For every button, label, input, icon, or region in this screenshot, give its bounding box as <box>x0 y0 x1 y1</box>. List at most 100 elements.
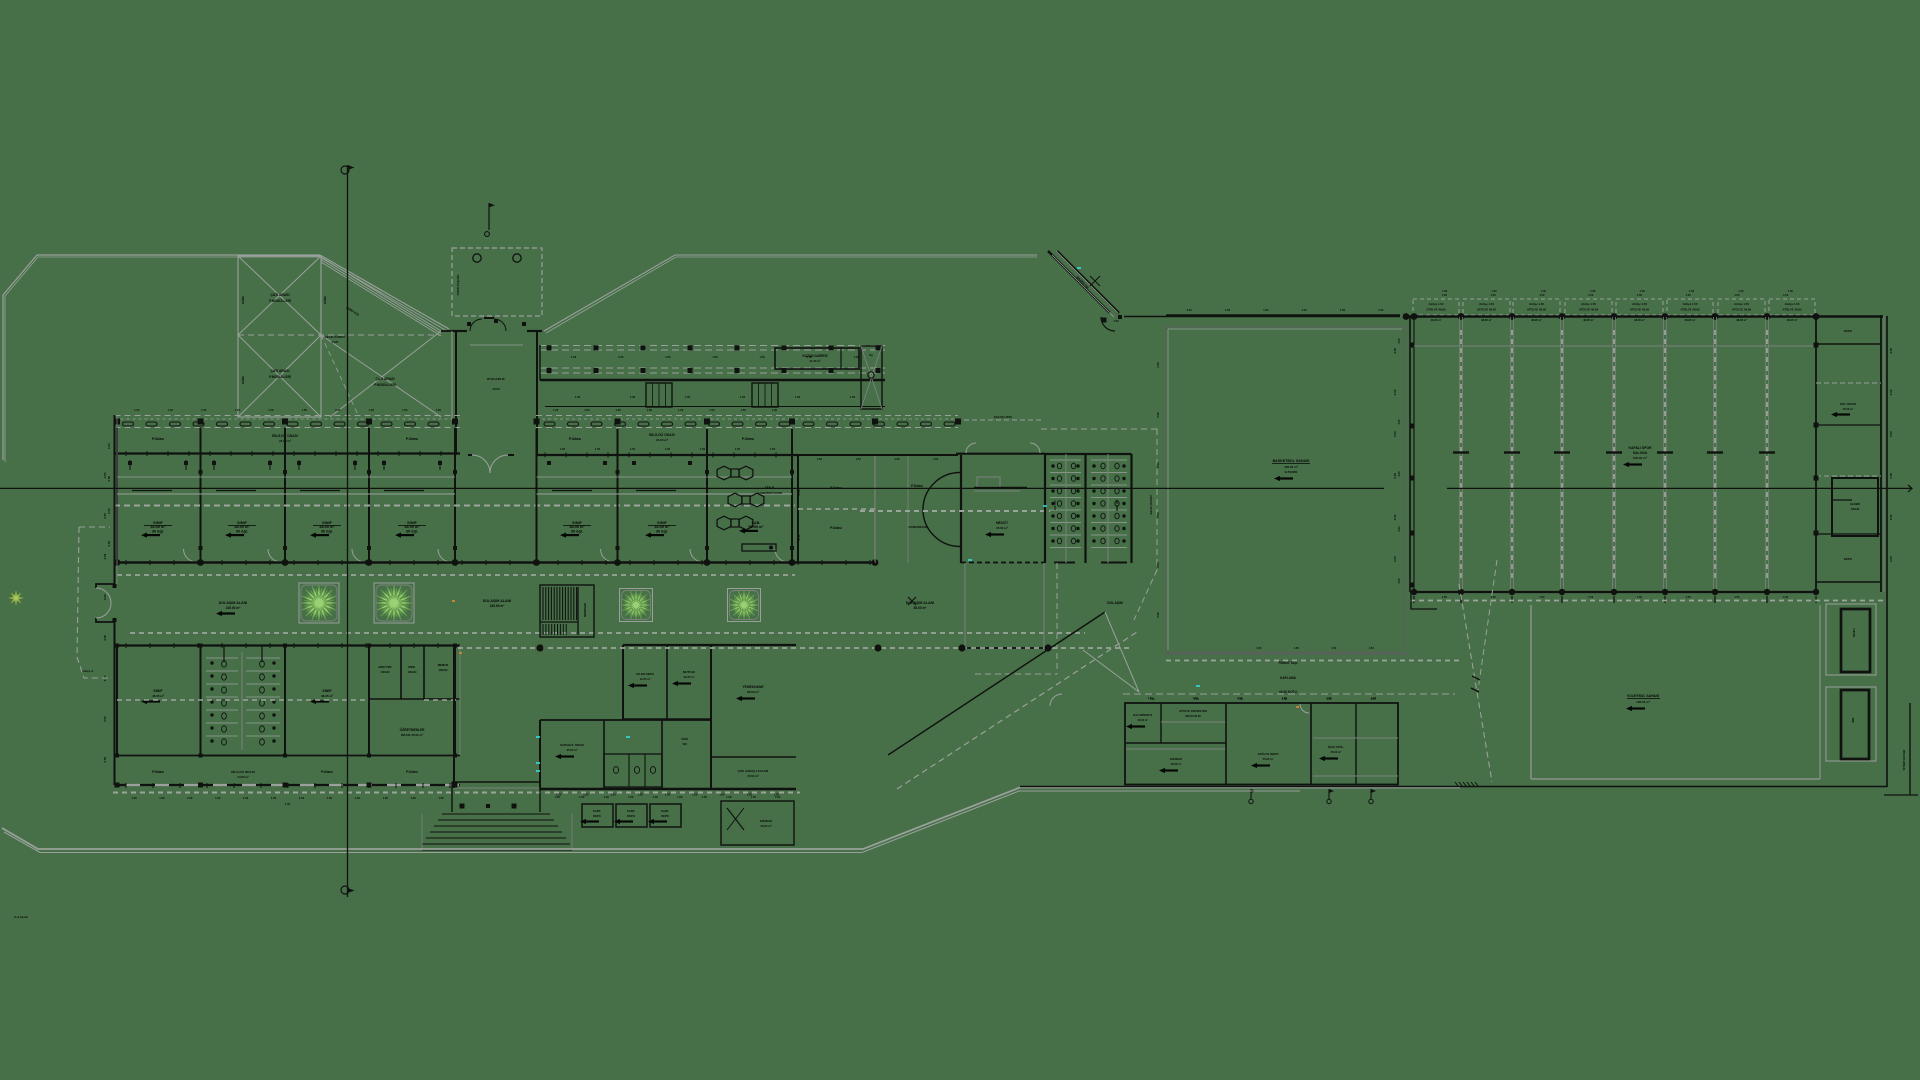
svg-text:1.50: 1.50 <box>1194 697 1200 701</box>
svg-text:25.60 m²: 25.60 m² <box>996 526 1008 530</box>
svg-text:1.50: 1.50 <box>1588 595 1594 599</box>
svg-text:Atölye 1.50: Atölye 1.50 <box>1581 302 1596 306</box>
svg-text:RÜZGARLIK: RÜZGARLIK <box>487 376 505 381</box>
svg-text:3.50: 3.50 <box>1156 362 1160 368</box>
svg-text:162.00 m²: 162.00 m² <box>1636 700 1650 704</box>
svg-text:SINIF: SINIF <box>572 521 582 525</box>
svg-text:48.95 m²: 48.95 m² <box>152 694 164 698</box>
svg-text:1.50: 1.50 <box>1442 293 1448 297</box>
svg-text:KAPALI SPOR: KAPALI SPOR <box>1629 446 1652 450</box>
svg-text:1.50: 1.50 <box>1689 289 1695 293</box>
svg-text:P.Odası: P.Odası <box>152 770 164 774</box>
svg-text:1.50: 1.50 <box>1783 293 1789 297</box>
svg-text:3.50: 3.50 <box>103 553 107 559</box>
svg-text:1.50: 1.50 <box>1686 595 1692 599</box>
svg-text:48.95 m²: 48.95 m² <box>404 525 420 529</box>
svg-text:48.95 m²: 48.95 m² <box>1634 318 1645 322</box>
svg-text:3.50: 3.50 <box>107 541 111 547</box>
svg-text:1.50: 1.50 <box>630 395 636 399</box>
svg-text:SAÇAK ÜSTÜ: SAÇAK ÜSTÜ <box>994 414 1012 419</box>
svg-text:1.50: 1.50 <box>712 355 718 359</box>
svg-text:İŞLİK ATÖL.: İŞLİK ATÖL. <box>1328 744 1344 749</box>
svg-text:1.50: 1.50 <box>201 408 207 412</box>
svg-text:1.50: 1.50 <box>1378 308 1384 312</box>
svg-text:B.TENİSİ: B.TENİSİ <box>1285 469 1298 474</box>
svg-text:1.50: 1.50 <box>575 395 581 399</box>
svg-text:1.50: 1.50 <box>628 795 634 799</box>
svg-text:ÖĞRETMENLER: ÖĞRETMENLER <box>400 727 425 732</box>
svg-text:1.50: 1.50 <box>1263 308 1269 312</box>
svg-text:EĞİM: EĞİM <box>240 296 245 304</box>
svg-text:1.50: 1.50 <box>854 355 860 359</box>
svg-text:DEPO: DEPO <box>1844 557 1853 561</box>
svg-text:GİRİŞ SAÇAĞI: GİRİŞ SAÇAĞI <box>455 275 460 296</box>
svg-text:P.MODÜLLERİ: P.MODÜLLERİ <box>374 382 396 387</box>
svg-text:1.50: 1.50 <box>653 795 659 799</box>
svg-text:1.50: 1.50 <box>856 457 862 461</box>
svg-text:48.95 m²: 48.95 m² <box>1583 318 1594 322</box>
svg-text:45.60 m²: 45.60 m² <box>760 824 771 828</box>
svg-text:3.50: 3.50 <box>1397 578 1401 584</box>
svg-text:55.60 m²: 55.60 m² <box>1263 757 1274 761</box>
svg-text:3.50: 3.50 <box>797 534 801 540</box>
svg-text:1.50: 1.50 <box>677 795 683 799</box>
svg-text:24.60 m²: 24.60 m² <box>656 438 668 442</box>
svg-text:1.50: 1.50 <box>751 795 757 799</box>
svg-text:48.95 m²: 48.95 m² <box>1431 318 1442 322</box>
svg-text:Atölye 1.50: Atölye 1.50 <box>1785 302 1800 306</box>
svg-text:3.50: 3.50 <box>1889 556 1893 562</box>
svg-text:1.50: 1.50 <box>411 796 417 800</box>
svg-text:48.95 m²: 48.95 m² <box>319 525 335 529</box>
svg-text:3.50: 3.50 <box>1393 473 1397 479</box>
svg-text:3.50: 3.50 <box>1397 526 1401 532</box>
svg-text:1.50: 1.50 <box>719 793 725 797</box>
svg-text:DOLAŞIM ALANI: DOLAŞIM ALANI <box>483 599 511 603</box>
svg-text:1.50: 1.50 <box>268 408 274 412</box>
svg-text:1.50: 1.50 <box>1256 646 1262 650</box>
svg-text:ATÖLYE 48.95: ATÖLYE 48.95 <box>1477 308 1497 312</box>
svg-text:1.50: 1.50 <box>692 793 698 797</box>
svg-text:3.50: 3.50 <box>103 594 107 600</box>
svg-text:1.50: 1.50 <box>1442 595 1448 599</box>
svg-text:1.50: 1.50 <box>1238 697 1244 701</box>
svg-text:1.50: 1.50 <box>1686 293 1692 297</box>
svg-text:SINIF: SINIF <box>322 521 332 525</box>
svg-text:1.50: 1.50 <box>616 408 622 412</box>
svg-text:1.50: 1.50 <box>302 408 308 412</box>
svg-text:PARKE TAŞI: PARKE TAŞI <box>1279 661 1298 665</box>
svg-text:1.50: 1.50 <box>1326 696 1332 700</box>
svg-text:ÇATI ARASI: ÇATI ARASI <box>270 369 289 373</box>
svg-text:3.50: 3.50 <box>1393 389 1397 395</box>
svg-text:1.50: 1.50 <box>740 395 746 399</box>
svg-text:ODASI: ODASI <box>439 668 448 672</box>
svg-text:1.50: 1.50 <box>709 408 715 412</box>
svg-text:1.50: 1.50 <box>817 457 823 461</box>
svg-text:1.50: 1.50 <box>271 796 277 800</box>
svg-text:MUTFAK: MUTFAK <box>683 670 696 674</box>
svg-text:3.50: 3.50 <box>1393 556 1397 562</box>
svg-text:1.50: 1.50 <box>741 408 747 412</box>
svg-text:1.50: 1.50 <box>438 796 444 800</box>
svg-text:48.95 m²: 48.95 m² <box>569 525 585 529</box>
svg-text:ODASI 25.60: ODASI 25.60 <box>1185 714 1201 718</box>
svg-text:ÇELİK KONST.: ÇELİK KONST. <box>325 334 346 339</box>
svg-text:GÖR.EĞT. ODASI: GÖR.EĞT. ODASI <box>560 742 584 747</box>
svg-text:1.50: 1.50 <box>1734 595 1740 599</box>
svg-text:1.50: 1.50 <box>1783 595 1789 599</box>
svg-text:3.50: 3.50 <box>1889 389 1893 395</box>
svg-text:1.50: 1.50 <box>774 793 780 797</box>
svg-text:1.50: 1.50 <box>1150 697 1156 701</box>
svg-text:1.50: 1.50 <box>1340 308 1346 312</box>
svg-text:BASKETBOL SAHASI: BASKETBOL SAHASI <box>1273 459 1310 463</box>
svg-text:KONFERANS: KONFERANS <box>908 525 927 529</box>
svg-text:1.50: 1.50 <box>1637 293 1643 297</box>
svg-text:3.50: 3.50 <box>103 756 107 762</box>
svg-text:30 öğr.: 30 öğr. <box>321 529 333 533</box>
svg-text:1.50: 1.50 <box>553 408 559 412</box>
svg-text:DEPO: DEPO <box>627 814 635 818</box>
svg-text:ATÖLYE 48.95: ATÖLYE 48.95 <box>1426 308 1446 312</box>
svg-text:BİLG.DÜ ODASI: BİLG.DÜ ODASI <box>649 432 675 437</box>
svg-text:1.50: 1.50 <box>584 408 590 412</box>
svg-text:ATÖLYE 48.95: ATÖLYE 48.95 <box>1782 308 1802 312</box>
svg-text:1.50: 1.50 <box>933 457 939 461</box>
